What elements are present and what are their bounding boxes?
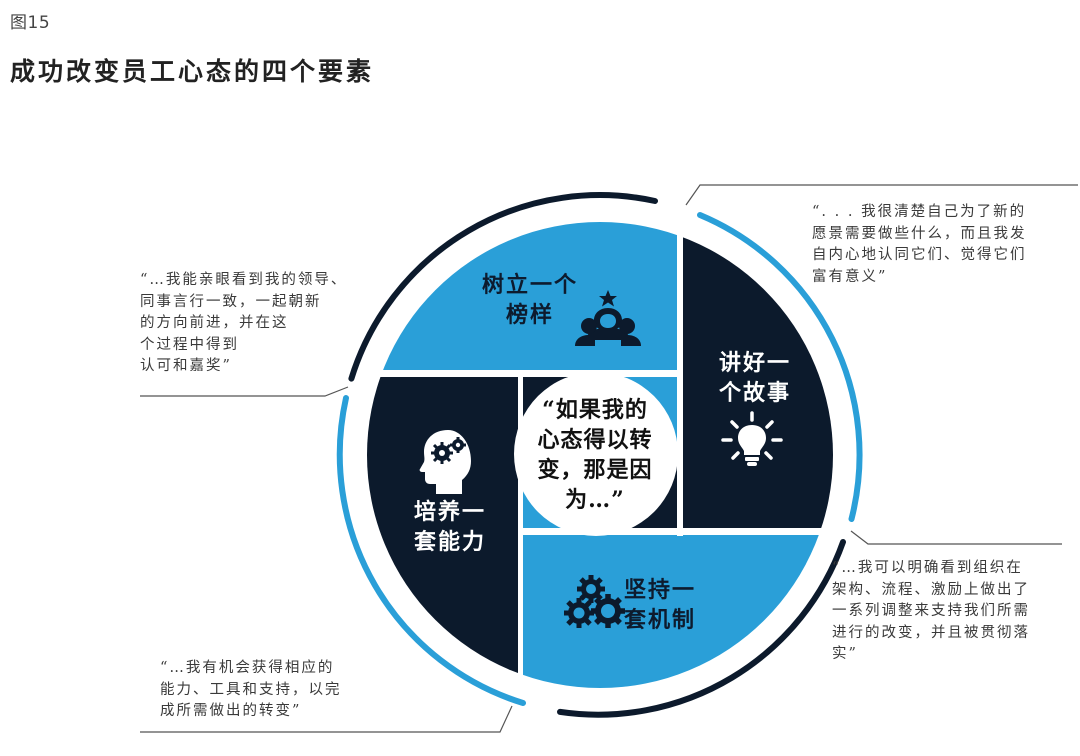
segment-label-line: 套机制 xyxy=(623,607,696,633)
quote-role-model: “…我能亲眼看到我的领导、 同事言行一致，一起朝新 的方向前进，并在这 个过程中… xyxy=(140,270,380,378)
quote-line: 自内心地认同它们、觉得它们 xyxy=(812,247,1027,263)
lightbulb-icon xyxy=(721,411,783,466)
quote-line: 能力、工具和支持，以完 xyxy=(160,681,342,698)
quote-line: “…我可以明确看到组织在 xyxy=(832,560,1023,576)
center-circle xyxy=(514,372,678,536)
segment-label-role-model: 树立一个 榜样 xyxy=(470,270,590,330)
outer-arc-navy-bottom xyxy=(557,539,846,718)
quote-line: 认可和嘉奖” xyxy=(140,358,232,374)
quote-line: 富有意义” xyxy=(812,268,888,285)
quote-line: 一系列调整来支持我们所需 xyxy=(832,603,1030,619)
head-gears-icon xyxy=(419,430,471,494)
outer-arc-navy-top xyxy=(348,192,658,382)
quote-story: “. . . 我很清楚自己为了新的 愿景需要做些什么，而且我发 自内心地认同它们… xyxy=(812,202,1062,288)
quote-line: “…我能亲眼看到我的领导、 xyxy=(140,272,348,288)
quote-line: 架构、流程、激励上做出了 xyxy=(832,581,1030,598)
quote-line: 愿景需要做些什么，而且我发 xyxy=(812,225,1027,242)
segment-label-line: 树立一个 xyxy=(481,272,578,298)
center-quote-line: “如果我的 xyxy=(542,397,648,423)
segment-label-line: 培养一 xyxy=(413,499,486,525)
segment-label-story: 讲好一 个故事 xyxy=(700,348,810,408)
quote-line: 的方向前进，并在这 xyxy=(140,315,289,331)
segment-label-line: 套能力 xyxy=(413,529,486,555)
connector-bottom-left xyxy=(140,705,513,733)
connector-bottom-right xyxy=(850,530,1062,545)
center-quote-line: 为…” xyxy=(565,487,625,513)
segment-label-capability: 培养一 套能力 xyxy=(395,497,505,557)
segment-label-line: 坚持一 xyxy=(623,577,696,603)
quote-line: 成所需做出的转变” xyxy=(160,703,302,719)
segment-label-line: 个故事 xyxy=(718,380,791,406)
segment-label-line: 讲好一 xyxy=(718,350,791,376)
segment-label-line: 榜样 xyxy=(505,302,554,328)
quote-line: 个过程中得到 xyxy=(140,336,239,353)
center-quote-line: 心态得以转 xyxy=(537,427,653,453)
quote-line: “. . . 我很清楚自己为了新的 xyxy=(812,204,1027,220)
connector-top-right xyxy=(685,184,1078,206)
role-model-people-star-icon xyxy=(575,290,641,346)
outer-arc-blue-right xyxy=(697,212,863,522)
segment-label-mechanism: 坚持一 套机制 xyxy=(605,575,715,635)
figure-number: 图15 xyxy=(10,13,51,33)
outer-arc-blue-left xyxy=(336,395,526,706)
figure-title: 成功改变员工心态的四个要素 xyxy=(10,57,375,86)
gears-icon xyxy=(564,575,625,628)
center-quote-line: 变，那是因 xyxy=(537,457,653,483)
quote-line: “…我有机会获得相应的 xyxy=(160,660,335,676)
center-quote: “如果我的 心态得以转 变，那是因 为…” xyxy=(520,395,670,515)
quote-line: 同事言行一致，一起朝新 xyxy=(140,293,322,310)
quote-mechanism: “…我可以明确看到组织在 架构、流程、激励上做出了 一系列调整来支持我们所需 进… xyxy=(832,558,1072,666)
connector-top-left xyxy=(140,386,349,397)
quote-capability: “…我有机会获得相应的 能力、工具和支持，以完 成所需做出的转变” xyxy=(160,658,400,723)
quote-line: 进行的改变，并且被贯彻落 xyxy=(832,624,1030,641)
quote-line: 实” xyxy=(832,646,858,662)
